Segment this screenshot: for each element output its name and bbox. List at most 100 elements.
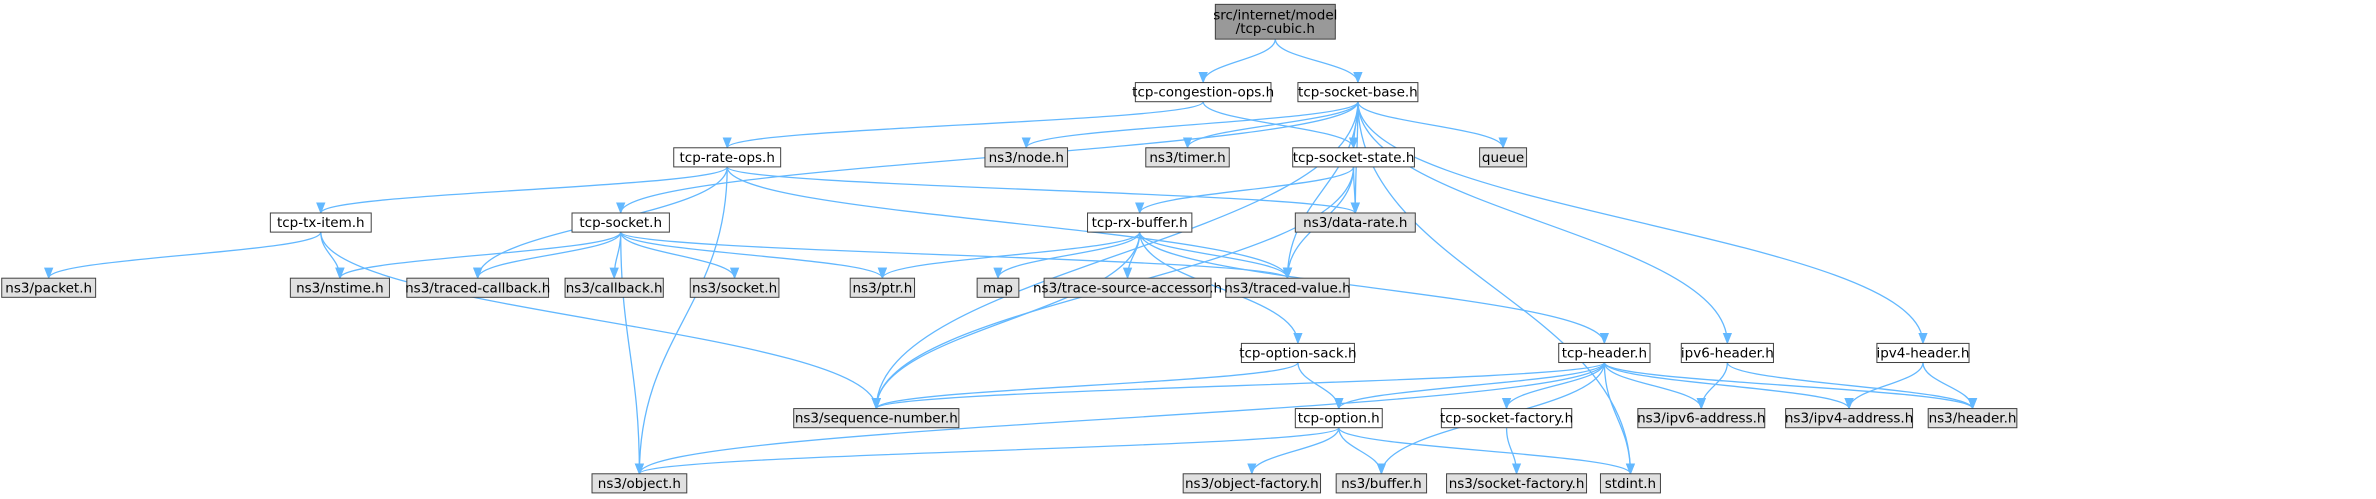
node-box <box>1182 473 1322 494</box>
node-sockbase[interactable]: tcp-socket-base.h <box>1297 82 1419 103</box>
edge-ipv6h-to-ns3header <box>1726 362 1978 410</box>
node-label: tcp-option.h <box>1298 411 1380 427</box>
node-label: ns3/sequence-number.h <box>795 411 958 427</box>
node-label: ipv4-header.h <box>1876 345 1969 361</box>
node-label: tcp-socket.h <box>579 215 662 231</box>
node-box <box>1680 342 1774 364</box>
edge-rxbuffer-to-map <box>993 231 1141 280</box>
edge-tcpsocket-to-socket <box>620 231 740 280</box>
node-header[interactable]: tcp-header.h <box>1558 342 1651 364</box>
node-sockstate[interactable]: tcp-socket-state.h <box>1292 147 1415 168</box>
node-label: map <box>983 280 1013 296</box>
node-box <box>1479 147 1528 168</box>
node-ns3sockfact: ns3/socket-factory.h <box>1446 473 1588 494</box>
node-label: ns3/buffer.h <box>1341 476 1422 492</box>
edge-txitem-to-seqnum <box>320 232 881 410</box>
node-label: ns3/nstime.h <box>296 280 384 296</box>
edge-rateops-to-datarate <box>726 166 1360 215</box>
edge-rateops-to-tracedval <box>726 166 1293 280</box>
edge-ipv4h-to-ns3header <box>1922 362 1978 410</box>
node-option[interactable]: tcp-option.h <box>1294 408 1383 429</box>
node-callback: ns3/callback.h <box>564 277 664 298</box>
node-label: ns3/header.h <box>1929 411 2017 427</box>
node-box <box>1637 408 1766 429</box>
edge-sockbase-to-node <box>1021 101 1359 149</box>
edge-root-to-cong <box>1198 38 1276 84</box>
node-seqnum: ns3/sequence-number.h <box>793 408 960 429</box>
edge-rateops-to-object <box>634 166 728 475</box>
edge-header-to-seqnum <box>871 361 1606 410</box>
node-box <box>1214 3 1336 40</box>
edge-cong-to-sockstate <box>1202 101 1359 149</box>
node-label: ns3/traced-value.h <box>1224 280 1350 296</box>
node-box <box>1240 342 1355 364</box>
node-label: ns3/object-factory.h <box>1185 476 1319 492</box>
node-label: ns3/callback.h <box>566 280 663 296</box>
edge-rxbuffer-to-optsack <box>1139 232 1303 345</box>
node-cong[interactable]: tcp-congestion-ops.h <box>1132 82 1274 103</box>
node-label: ns3/ipv4-address.h <box>1785 411 1913 427</box>
node-packet: ns3/packet.h <box>1 277 97 298</box>
node-queue: queue <box>1479 147 1528 168</box>
node-tsa: ns3/trace-source-accessor.h <box>1033 277 1222 298</box>
node-box <box>984 147 1069 168</box>
node-box <box>1294 408 1383 429</box>
node-root[interactable]: src/internet/model/tcp-cubic.h <box>1213 3 1337 40</box>
node-box <box>1558 342 1651 364</box>
node-box <box>1294 212 1416 233</box>
node-box <box>1599 473 1661 494</box>
node-label: ns3/node.h <box>989 150 1064 166</box>
node-box <box>976 277 1020 298</box>
node-box <box>849 277 916 298</box>
node-box <box>689 277 780 298</box>
node-label: ns3/socket-factory.h <box>1449 476 1585 492</box>
node-box <box>1087 212 1193 233</box>
node-label: ns3/ptr.h <box>853 280 913 296</box>
node-box <box>1 277 97 298</box>
edge-rxbuffer-to-tracedval <box>1139 231 1293 280</box>
node-box <box>1927 408 2018 429</box>
edge-option-to-stdint <box>1338 427 1635 475</box>
node-box <box>1225 277 1350 298</box>
node-box <box>1440 408 1573 429</box>
node-tracedcb: ns3/traced-callback.h <box>405 277 550 298</box>
edge-rxbuffer-to-header <box>1139 232 1609 345</box>
edge-sockbase-to-queue <box>1357 101 1508 149</box>
edge-header-to-ns3header <box>1603 361 1978 410</box>
edge-sockstate-to-rxbuffer <box>1135 166 1355 215</box>
node-objfact: ns3/object-factory.h <box>1182 473 1322 494</box>
node-ipv6h[interactable]: ipv6-header.h <box>1680 342 1774 364</box>
node-stdint: stdint.h <box>1599 473 1661 494</box>
node-label: ns3/packet.h <box>5 280 92 296</box>
node-label: src/internet/model <box>1213 7 1337 23</box>
node-box <box>1876 342 1970 364</box>
edge-tcpsocket-to-tracedval <box>620 231 1292 280</box>
node-label: ns3/object.h <box>598 476 681 492</box>
edge-optsack-to-option <box>1297 362 1344 410</box>
edge-sockbase-to-ipv4h <box>1357 101 1928 345</box>
node-rxbuffer[interactable]: tcp-rx-buffer.h <box>1087 212 1193 233</box>
edge-tcpsocket-to-object <box>620 232 645 475</box>
edge-rxbuffer-to-seqnum <box>871 232 1141 410</box>
node-tcpsocket[interactable]: tcp-socket.h <box>571 212 670 233</box>
node-ipv6addr: ns3/ipv6-address.h <box>1637 408 1766 429</box>
node-sockfact[interactable]: tcp-socket-factory.h <box>1440 408 1573 429</box>
node-box <box>1297 82 1419 103</box>
edge-header-to-sockfact <box>1501 362 1606 410</box>
node-label: tcp-socket-factory.h <box>1440 411 1573 427</box>
node-label: queue <box>1482 150 1524 166</box>
node-optsack[interactable]: tcp-option-sack.h <box>1239 342 1357 364</box>
node-ipv4h[interactable]: ipv4-header.h <box>1876 342 1970 364</box>
node-label: /tcp-cubic.h <box>1236 21 1315 37</box>
edge-optsack-to-seqnum <box>871 361 1299 410</box>
edge-ipv6h-to-ipv6addr <box>1696 362 1729 410</box>
node-box <box>1785 408 1914 429</box>
node-txitem[interactable]: tcp-tx-item.h <box>269 212 372 233</box>
header-nodes: src/internet/model/tcp-cubic.h tcp-conges… <box>1 3 2018 494</box>
node-rateops[interactable]: tcp-rate-ops.h <box>673 147 782 168</box>
node-box <box>269 212 372 233</box>
edge-rxbuffer-to-ptr <box>877 231 1141 280</box>
node-label: ns3/socket.h <box>692 280 777 296</box>
node-label: ns3/traced-callback.h <box>405 280 550 296</box>
